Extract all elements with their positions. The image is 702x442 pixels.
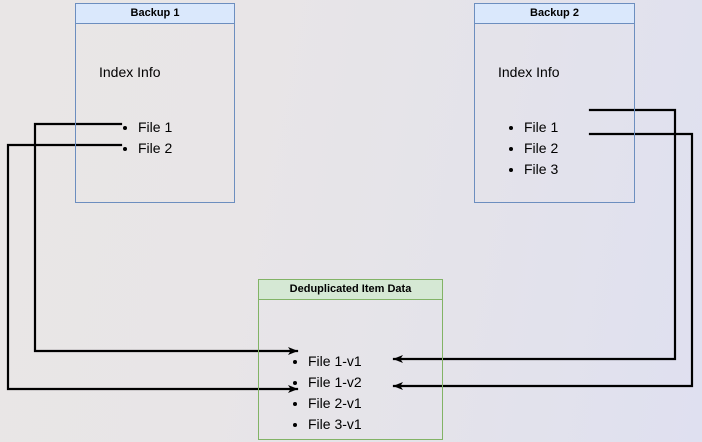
node-deduplicated-item-data[interactable]: Deduplicated Item Data File 1-v1 File 1-… <box>258 279 443 440</box>
node-backup-2-index-label: Index Info <box>498 64 560 80</box>
node-deduplicated-item-data-file-list: File 1-v1 File 1-v2 File 2-v1 File 3-v1 <box>294 351 362 435</box>
node-deduplicated-item-data-header: Deduplicated Item Data <box>259 280 442 300</box>
list-item: File 1-v1 <box>308 351 362 372</box>
list-item: File 1-v2 <box>308 372 362 393</box>
node-backup-1-index-label: Index Info <box>99 64 161 80</box>
list-item: File 1 <box>138 117 172 138</box>
list-item: File 3 <box>524 159 558 180</box>
list-item: File 2-v1 <box>308 393 362 414</box>
list-item: File 2 <box>524 138 558 159</box>
list-item: File 2 <box>138 138 172 159</box>
node-backup-1[interactable]: Backup 1 Index Info File 1 File 2 <box>75 3 235 203</box>
node-backup-2-body: Index Info File 1 File 2 File 3 <box>475 24 634 202</box>
node-backup-2-file-list: File 1 File 2 File 3 <box>510 117 558 180</box>
node-backup-1-body: Index Info File 1 File 2 <box>76 24 234 202</box>
list-item: File 1 <box>524 117 558 138</box>
list-item: File 3-v1 <box>308 414 362 435</box>
node-backup-2-header: Backup 2 <box>475 4 634 24</box>
node-backup-2[interactable]: Backup 2 Index Info File 1 File 2 File 3 <box>474 3 635 203</box>
node-backup-1-header: Backup 1 <box>76 4 234 24</box>
node-deduplicated-item-data-body: File 1-v1 File 1-v2 File 2-v1 File 3-v1 <box>259 300 442 439</box>
node-backup-1-file-list: File 1 File 2 <box>124 117 172 159</box>
